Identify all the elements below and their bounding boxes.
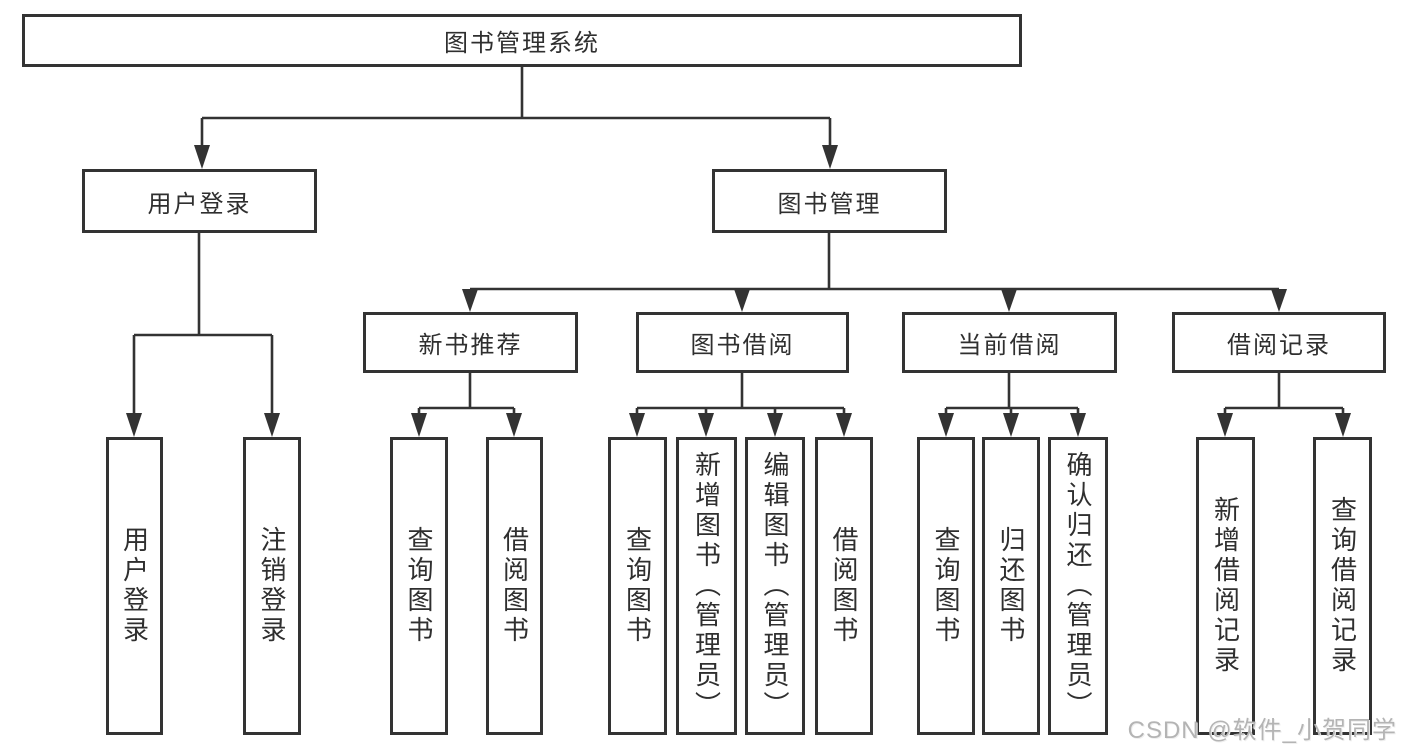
leaf-borrow-edit-book-admin-label: 编辑图书（管理员） xyxy=(760,451,790,721)
node-book-management: 图书管理 xyxy=(712,169,947,233)
leaf-borrow-edit-book-admin: 编辑图书（管理员） xyxy=(745,437,805,735)
leaf-newbook-borrow-book: 借阅图书 xyxy=(486,437,543,735)
leaf-borrow-borrow-book: 借阅图书 xyxy=(815,437,873,735)
node-book-management-label: 图书管理 xyxy=(777,190,882,218)
leaf-user-login-label: 用户登录 xyxy=(119,526,150,646)
leaf-newbook-borrow-book-label: 借阅图书 xyxy=(499,526,530,646)
node-current-borrow: 当前借阅 xyxy=(902,312,1117,373)
node-book-borrow-label: 图书借阅 xyxy=(690,332,795,359)
leaf-logout: 注销登录 xyxy=(243,437,301,735)
leaf-newbook-query-book-label: 查询图书 xyxy=(404,526,434,646)
leaf-borrow-query-book: 查询图书 xyxy=(608,437,667,735)
node-user-login: 用户登录 xyxy=(82,169,317,233)
node-new-book-recommend-label: 新书推荐 xyxy=(418,332,523,359)
leaf-current-query-book-label: 查询图书 xyxy=(931,526,961,646)
leaf-user-login: 用户登录 xyxy=(106,437,163,735)
node-root-label: 图书管理系统 xyxy=(444,30,600,57)
node-borrow-record-label: 借阅记录 xyxy=(1227,332,1331,359)
leaf-borrow-query-book-label: 查询图书 xyxy=(622,526,653,646)
leaf-borrow-add-book-admin: 新增图书（管理员） xyxy=(676,437,737,735)
node-user-login-label: 用户登录 xyxy=(147,190,252,218)
leaf-logout-label: 注销登录 xyxy=(257,526,287,646)
leaf-current-confirm-return-admin-label: 确认归还（管理员） xyxy=(1063,451,1093,721)
leaf-record-query-borrow-record: 查询借阅记录 xyxy=(1313,437,1372,735)
leaf-record-add-borrow-record-label: 新增借阅记录 xyxy=(1210,496,1241,676)
leaf-record-add-borrow-record: 新增借阅记录 xyxy=(1196,437,1255,735)
leaf-record-query-borrow-record-label: 查询借阅记录 xyxy=(1327,496,1358,676)
leaf-current-query-book: 查询图书 xyxy=(917,437,975,735)
node-current-borrow-label: 当前借阅 xyxy=(957,332,1062,359)
leaf-current-return-book-label: 归还图书 xyxy=(996,526,1026,646)
leaf-current-confirm-return-admin: 确认归还（管理员） xyxy=(1048,437,1108,735)
leaf-borrow-borrow-book-label: 借阅图书 xyxy=(829,526,859,646)
node-new-book-recommend: 新书推荐 xyxy=(363,312,578,373)
node-book-borrow: 图书借阅 xyxy=(636,312,849,373)
leaf-newbook-query-book: 查询图书 xyxy=(390,437,448,735)
leaf-borrow-add-book-admin-label: 新增图书（管理员） xyxy=(691,451,722,721)
leaf-current-return-book: 归还图书 xyxy=(982,437,1040,735)
node-root: 图书管理系统 xyxy=(22,14,1022,67)
csdn-watermark: CSDN @软件_小贺同学 xyxy=(1127,717,1397,744)
node-borrow-record: 借阅记录 xyxy=(1172,312,1386,373)
